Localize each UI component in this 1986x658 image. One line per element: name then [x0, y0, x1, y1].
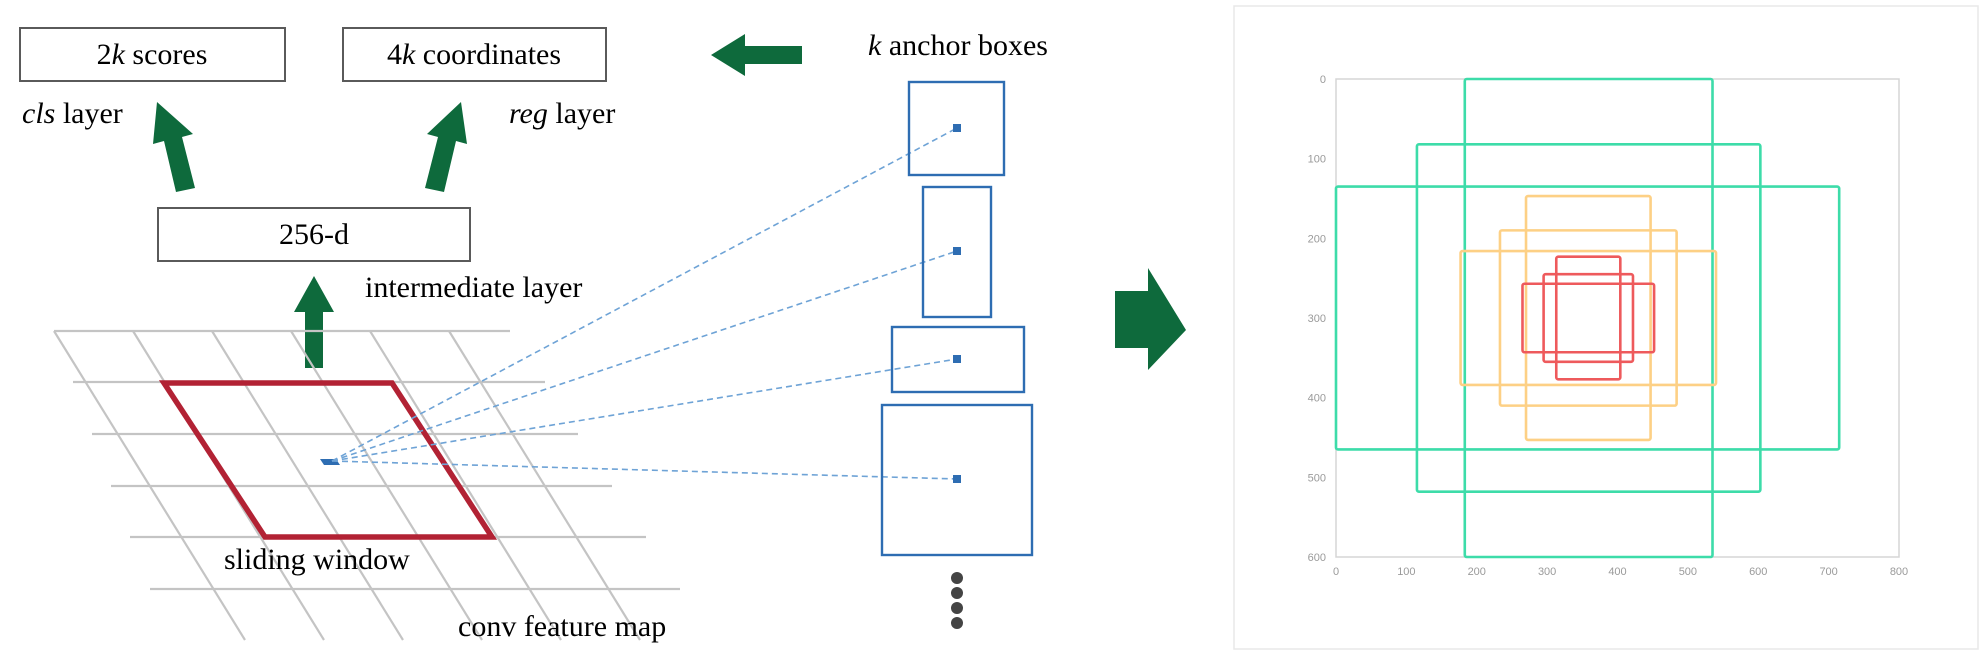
anchor-center-dot	[953, 355, 961, 363]
anchor-box-wide	[890, 325, 1026, 394]
plot-box-large	[1463, 77, 1714, 559]
anchor-plot-panel: 0 100 200 300 400 500 600 700 800 0 100 200 300 400 50…	[1233, 5, 1979, 650]
y-tick-label: 600	[1308, 552, 1326, 564]
coordinates-label: 4k coordinates	[387, 38, 561, 71]
x-tick-label: 500	[1679, 566, 1697, 578]
sliding-window-label: sliding window	[224, 543, 410, 576]
arrow-right-icon	[1115, 268, 1186, 370]
sliding-window-outline	[158, 380, 498, 540]
reg-layer-label: reg layer	[509, 97, 615, 130]
plot-box-medium	[1459, 249, 1718, 387]
plot-boxes	[1334, 77, 1841, 559]
x-tick-label: 200	[1468, 566, 1486, 578]
ellipsis-dots	[951, 572, 963, 629]
arrow-to-cls-icon	[153, 102, 195, 192]
x-tick-label: 0	[1333, 566, 1339, 578]
x-tick-label: 700	[1819, 566, 1837, 578]
rpn-diagram: 2k scores 4k coordinates cls layer reg l…	[19, 27, 1048, 643]
arrow-to-reg-icon	[425, 102, 467, 192]
y-tick-label: 400	[1308, 393, 1326, 405]
scores-label: 2k scores	[97, 38, 208, 71]
feature-map-grid	[53, 329, 680, 641]
x-tick-label: 300	[1538, 566, 1556, 578]
y-tick-label: 500	[1308, 472, 1326, 484]
x-tick-label: 600	[1749, 566, 1767, 578]
anchor-box-square-large	[880, 403, 1034, 557]
intermediate-box	[157, 207, 471, 262]
anchor-connector-lines	[331, 127, 958, 480]
plot-box-large	[1334, 185, 1841, 451]
anchor-boxes-label: k anchor boxes	[868, 29, 1048, 62]
intermediate-box-label: 256-d	[279, 218, 349, 251]
y-tick-label: 200	[1308, 233, 1326, 245]
plot-ticks: 0 100 200 300 400 500 600 700 800 0 100 200 300 400 50…	[1308, 74, 1909, 578]
x-tick-label: 800	[1890, 566, 1908, 578]
y-tick-label: 300	[1308, 313, 1326, 325]
arrow-left-icon	[711, 34, 802, 76]
y-tick-label: 0	[1320, 74, 1326, 86]
intermediate-layer-label: intermediate layer	[365, 271, 582, 304]
scores-box	[19, 27, 286, 82]
plot-box-large	[1415, 143, 1762, 493]
plot-box-small	[1554, 255, 1622, 381]
anchor-box-tall	[921, 185, 993, 319]
arrow-to-intermediate-icon	[294, 276, 334, 368]
anchor-center-dot	[953, 124, 961, 132]
plot-box-small	[1542, 272, 1635, 364]
feature-map-label: conv feature map	[458, 610, 666, 643]
anchor-center-dot	[953, 475, 961, 483]
plot-box-medium	[1524, 194, 1652, 442]
x-tick-label: 400	[1608, 566, 1626, 578]
coordinates-box	[342, 27, 607, 82]
anchor-box-square-small	[907, 80, 1006, 177]
x-tick-label: 100	[1397, 566, 1415, 578]
anchor-center-dot	[953, 247, 961, 255]
plot-panel-frame	[1233, 5, 1979, 650]
y-tick-label: 100	[1308, 154, 1326, 166]
cls-layer-label: cls layer	[22, 97, 123, 130]
plot-box-small	[1521, 282, 1656, 354]
plot-box-medium	[1498, 229, 1678, 407]
